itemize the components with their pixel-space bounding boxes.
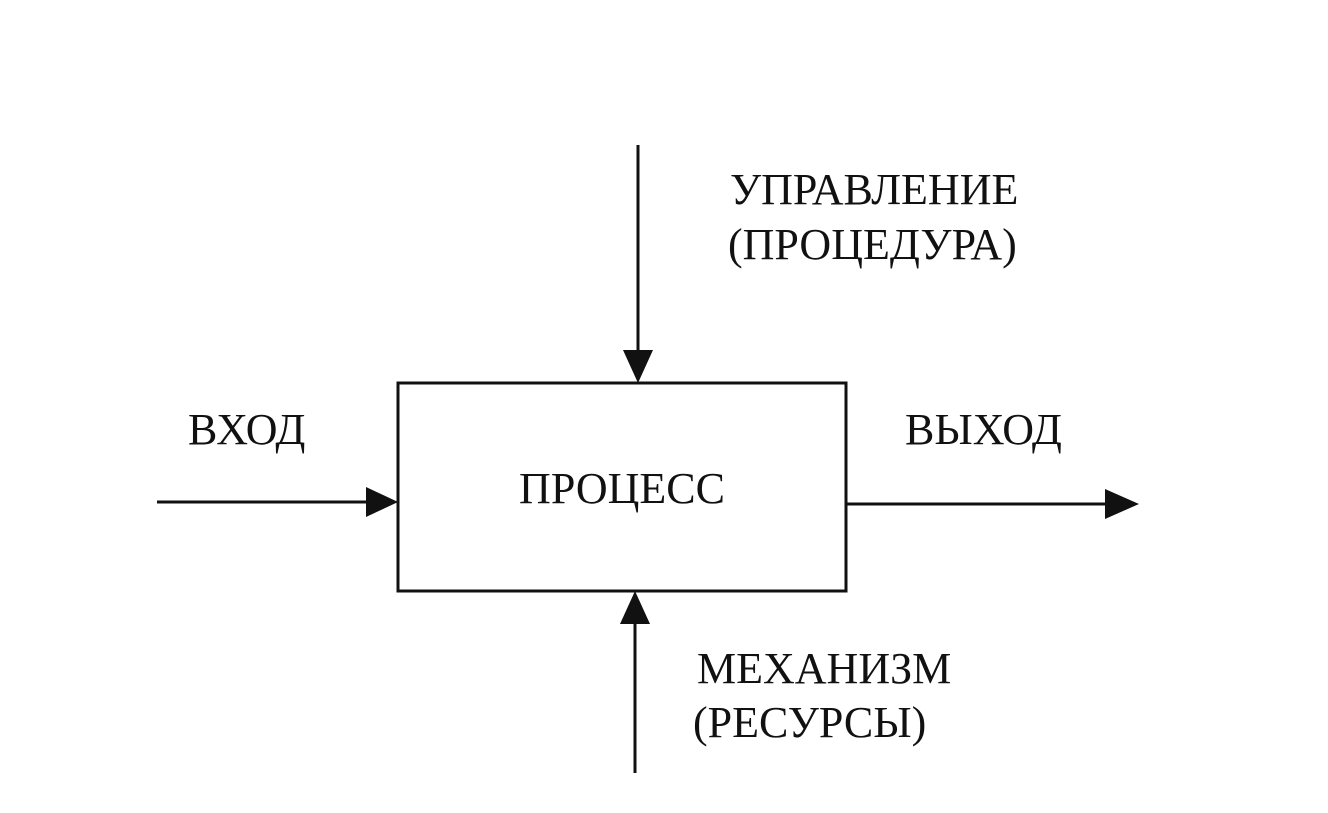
- control-label-line2: (ПРОЦЕДУРА): [728, 220, 1017, 269]
- control-arrowhead: [623, 350, 653, 383]
- input-label: ВХОД: [188, 405, 305, 454]
- process-label: ПРОЦЕСС: [519, 464, 725, 513]
- output-label: ВЫХОД: [905, 405, 1062, 454]
- process-box: [396, 381, 848, 593]
- output-arrowhead: [1105, 489, 1139, 519]
- control-label-line1: УПРАВЛЕНИЕ: [730, 165, 1018, 214]
- mechanism-label-line2: (РЕСУРСЫ): [693, 698, 926, 747]
- mechanism-label-line1: МЕХАНИЗМ: [697, 644, 951, 693]
- input-arrowhead: [366, 487, 398, 517]
- mechanism-arrowhead: [620, 591, 650, 624]
